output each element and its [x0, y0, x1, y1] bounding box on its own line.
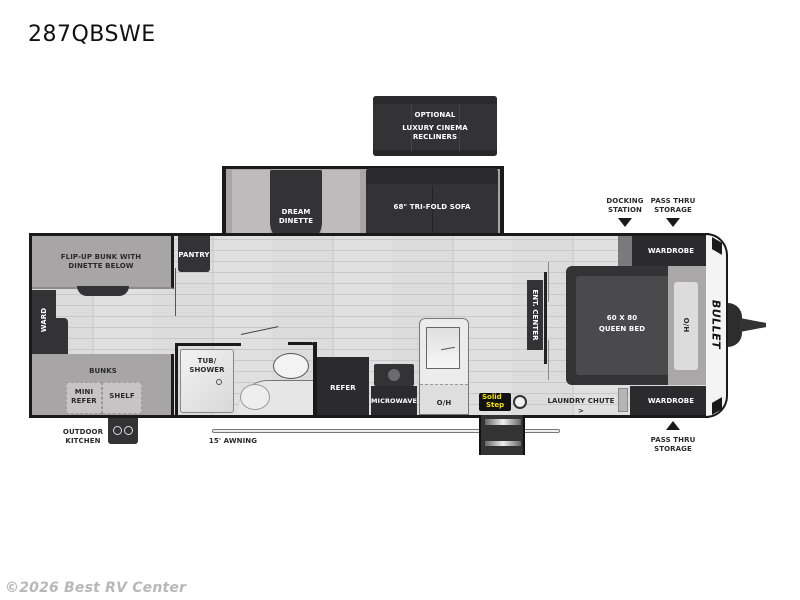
wardrobe-bottom-label: WARDROBE — [647, 397, 695, 405]
recliners-label-1: LUXURY CINEMA — [402, 124, 468, 132]
tri-fold-sofa — [366, 168, 498, 238]
shelf-label: SHELF — [109, 392, 135, 400]
dinette-bench-right — [322, 170, 360, 238]
pass-thru-bottom-label-2: STORAGE — [654, 445, 692, 453]
burner-icon — [113, 426, 122, 435]
solid-step-text-2: Step — [486, 401, 505, 409]
laundry-chute-door — [618, 388, 628, 412]
refrigerator — [317, 357, 369, 415]
solid-step-logo: Solid Step — [479, 393, 511, 411]
lci-logo-icon — [513, 395, 527, 409]
wardrobe-top-door — [618, 236, 632, 266]
wardrobe-bottom — [630, 386, 706, 415]
stove — [374, 364, 414, 386]
flip-bunk-label-2: DINETTE BELOW — [68, 262, 134, 270]
outdoor-kitchen-label-1: OUTDOOR — [62, 428, 104, 436]
tub-label-2: SHOWER — [189, 366, 225, 374]
pass-thru-bottom-label-1: PASS THRU — [650, 436, 696, 444]
kitchen-oh-label: O/H — [436, 399, 452, 407]
bunks-label: BUNKS — [89, 367, 117, 375]
ward-extension — [54, 318, 68, 354]
pantry — [178, 236, 210, 272]
recliners-label-2: RECLINERS — [412, 133, 458, 141]
bed-label-2: QUEEN BED — [598, 325, 646, 333]
sofa-label: 68" TRI-FOLD SOFA — [393, 203, 471, 211]
pantry-label: PANTRY — [178, 251, 210, 259]
sink-icon — [240, 384, 270, 410]
watermark: ©2026 Best RV Center — [5, 580, 187, 596]
mini-refer-label-2: REFER — [71, 397, 97, 405]
solid-step-text-1: Solid — [482, 393, 502, 401]
ward-label: WARD — [40, 307, 48, 333]
ward — [32, 290, 56, 354]
outdoor-kitchen-label-2: KITCHEN — [65, 437, 101, 445]
partition-line — [548, 262, 549, 302]
microwave — [371, 386, 417, 415]
ent-center — [527, 280, 543, 350]
shelf — [102, 382, 142, 414]
kitchen-oh — [420, 384, 468, 414]
pass-thru-top-arrow-icon — [666, 218, 680, 227]
hitch-tongue — [740, 318, 766, 332]
outdoor-kitchen — [108, 418, 138, 444]
toilet-icon — [273, 353, 309, 379]
wardrobe-top-label: WARDROBE — [647, 247, 695, 255]
awning — [212, 429, 560, 433]
bed-oh-label: O/H — [682, 317, 690, 333]
dinette-label-1: DREAM — [281, 208, 311, 216]
bathroom-top-wall — [175, 343, 241, 346]
flip-bunk-label-1: FLIP-UP BUNK WITH — [60, 253, 142, 261]
drain-icon — [216, 379, 222, 385]
model-title: 287QBSWE — [28, 22, 156, 47]
ent-center-line — [544, 272, 547, 364]
docking-station-label-1: DOCKING — [606, 197, 644, 205]
refer-label: REFER — [330, 384, 356, 392]
pass-thru-top-label-2: STORAGE — [654, 206, 692, 214]
partition-line — [548, 340, 549, 380]
mini-refer-label-1: MINI — [74, 388, 94, 396]
optional-recliners — [373, 96, 497, 156]
bed-oh-panel — [674, 282, 698, 370]
bathroom-wall — [175, 343, 178, 415]
bathroom-right-wall — [288, 342, 314, 345]
entry-steps — [479, 415, 525, 455]
docking-arrow-icon — [618, 218, 632, 227]
tub-label-1: TUB/ — [197, 357, 217, 365]
burner-icon — [124, 426, 133, 435]
mini-refer — [66, 382, 102, 414]
brand-logo: BULLET — [709, 299, 723, 350]
dinette-bench-left — [232, 170, 270, 238]
pass-thru-top-label-1: PASS THRU — [650, 197, 696, 205]
laundry-chute-label: LAUNDRY CHUTE > — [547, 397, 615, 415]
tub-shower — [180, 349, 234, 413]
bathroom-right-wall-v — [313, 342, 317, 415]
burner-icon — [388, 369, 400, 381]
microwave-label: MICROWAVE — [370, 397, 418, 405]
hitch-jack — [728, 303, 742, 347]
docking-station-label-2: STATION — [607, 206, 643, 214]
wardrobe-top — [630, 236, 706, 266]
awning-label: 15' AWNING — [208, 437, 258, 445]
dinette-label-2: DINETTE — [278, 217, 314, 225]
bunk-divider — [175, 268, 176, 316]
bed-label-1: 60 X 80 — [606, 314, 638, 322]
optional-label: OPTIONAL — [414, 111, 456, 119]
pass-thru-bottom-arrow-icon — [666, 421, 680, 430]
bunk-table — [77, 286, 129, 296]
ent-center-label: ENT. CENTER — [531, 289, 539, 341]
